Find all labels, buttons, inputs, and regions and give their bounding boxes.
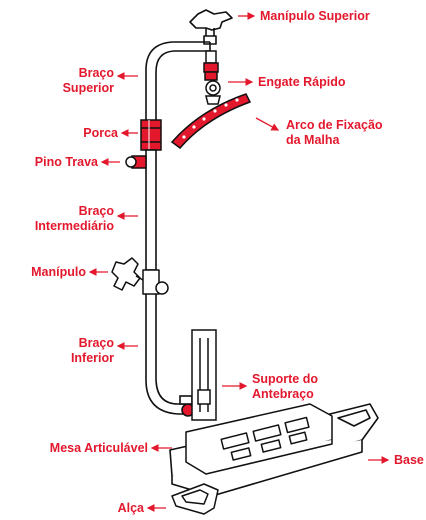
articulated-table-part — [185, 403, 333, 475]
label-suporte-line2: Antebraço — [252, 387, 314, 401]
quick-coupling-part — [203, 50, 221, 105]
label-braco-intermediario-line1: Braço — [78, 204, 114, 218]
nut-part — [140, 119, 162, 151]
side-knob-part — [111, 257, 169, 295]
upper-arm-part — [145, 41, 211, 120]
label-engate-rapido: Engate Rápido — [258, 75, 346, 89]
leader-arrows — [88, 12, 390, 512]
label-manipulo-superior: Manípulo Superior — [260, 9, 370, 23]
label-arco-line2: da Malha — [286, 133, 340, 147]
label-braco-intermediario-line2: Intermediário — [34, 219, 114, 233]
label-braco-superior: Braço Superior — [40, 66, 114, 96]
upper-knob-part — [189, 9, 233, 45]
locking-pin-part — [125, 155, 147, 169]
label-braco-inferior-line2: Inferior — [70, 351, 114, 365]
label-suporte-line1: Suporte do — [252, 372, 318, 386]
label-braco-intermediario: Braço Intermediário — [4, 204, 114, 234]
label-braco-superior-line1: Braço — [78, 66, 114, 80]
forearm-support-part — [191, 329, 217, 421]
mesh-fixing-arc-part — [170, 93, 252, 150]
label-braco-inferior-line1: Braço — [78, 336, 114, 350]
label-braco-inferior: Braço Inferior — [40, 336, 114, 366]
label-pino-trava: Pino Trava — [34, 155, 98, 169]
label-base: Base — [394, 453, 424, 467]
handle-part — [171, 483, 219, 515]
label-braco-superior-line2: Superior — [62, 81, 114, 95]
arrow-arco — [255, 117, 280, 131]
lower-arm-part — [145, 294, 195, 417]
label-arco-fixacao: Arco de Fixação da Malha — [286, 118, 383, 148]
label-manipulo: Manípulo — [31, 265, 86, 279]
label-suporte-antebraco: Suporte do Antebraço — [252, 372, 318, 402]
middle-arm-part — [145, 149, 157, 271]
label-porca: Porca — [83, 126, 118, 140]
label-arco-line1: Arco de Fixação — [286, 118, 383, 132]
label-alca: Alça — [117, 501, 144, 515]
label-mesa-articulavel: Mesa Articulável — [49, 441, 148, 455]
